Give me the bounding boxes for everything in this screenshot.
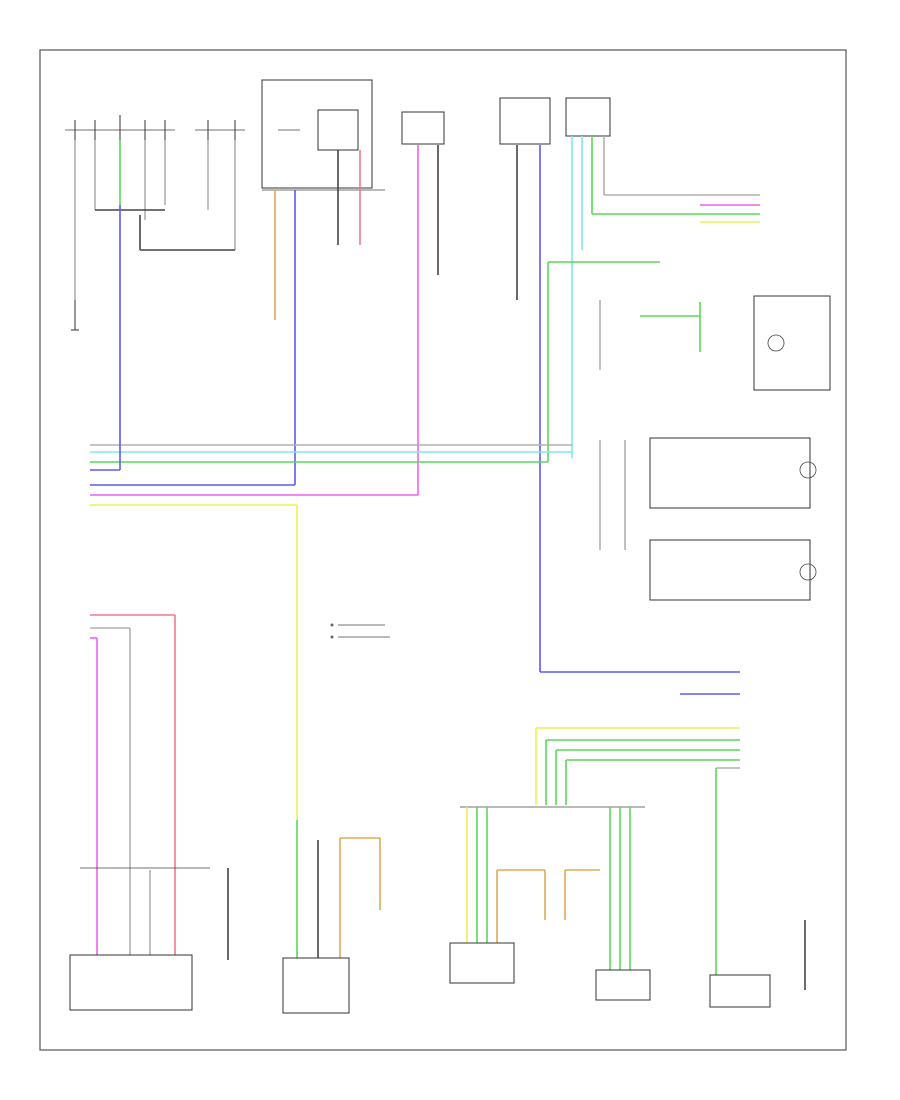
module-box-b	[499, 97, 551, 145]
top-left-connector-group	[65, 115, 245, 331]
bottom-left-group	[69, 614, 229, 1011]
legend-markers	[330, 623, 390, 639]
right-harness-b	[649, 539, 811, 601]
buzzer-box	[709, 974, 771, 1008]
tire-pressure-receiver-box	[449, 942, 515, 984]
connector-top-right	[565, 97, 611, 137]
door-lock-assembly-left	[69, 954, 193, 1011]
door-lock-assembly-right	[282, 957, 350, 1014]
ground-symbol	[71, 300, 79, 331]
module-box-a	[401, 111, 445, 145]
bottom-center-group	[282, 820, 381, 1014]
main-bus	[90, 205, 572, 506]
right-harness-a	[649, 437, 811, 509]
front-fog-control-box	[595, 969, 651, 1001]
diagram-frame	[39, 49, 847, 1051]
bottom-modules	[449, 807, 806, 1008]
lamp-assembly-box	[753, 295, 831, 391]
